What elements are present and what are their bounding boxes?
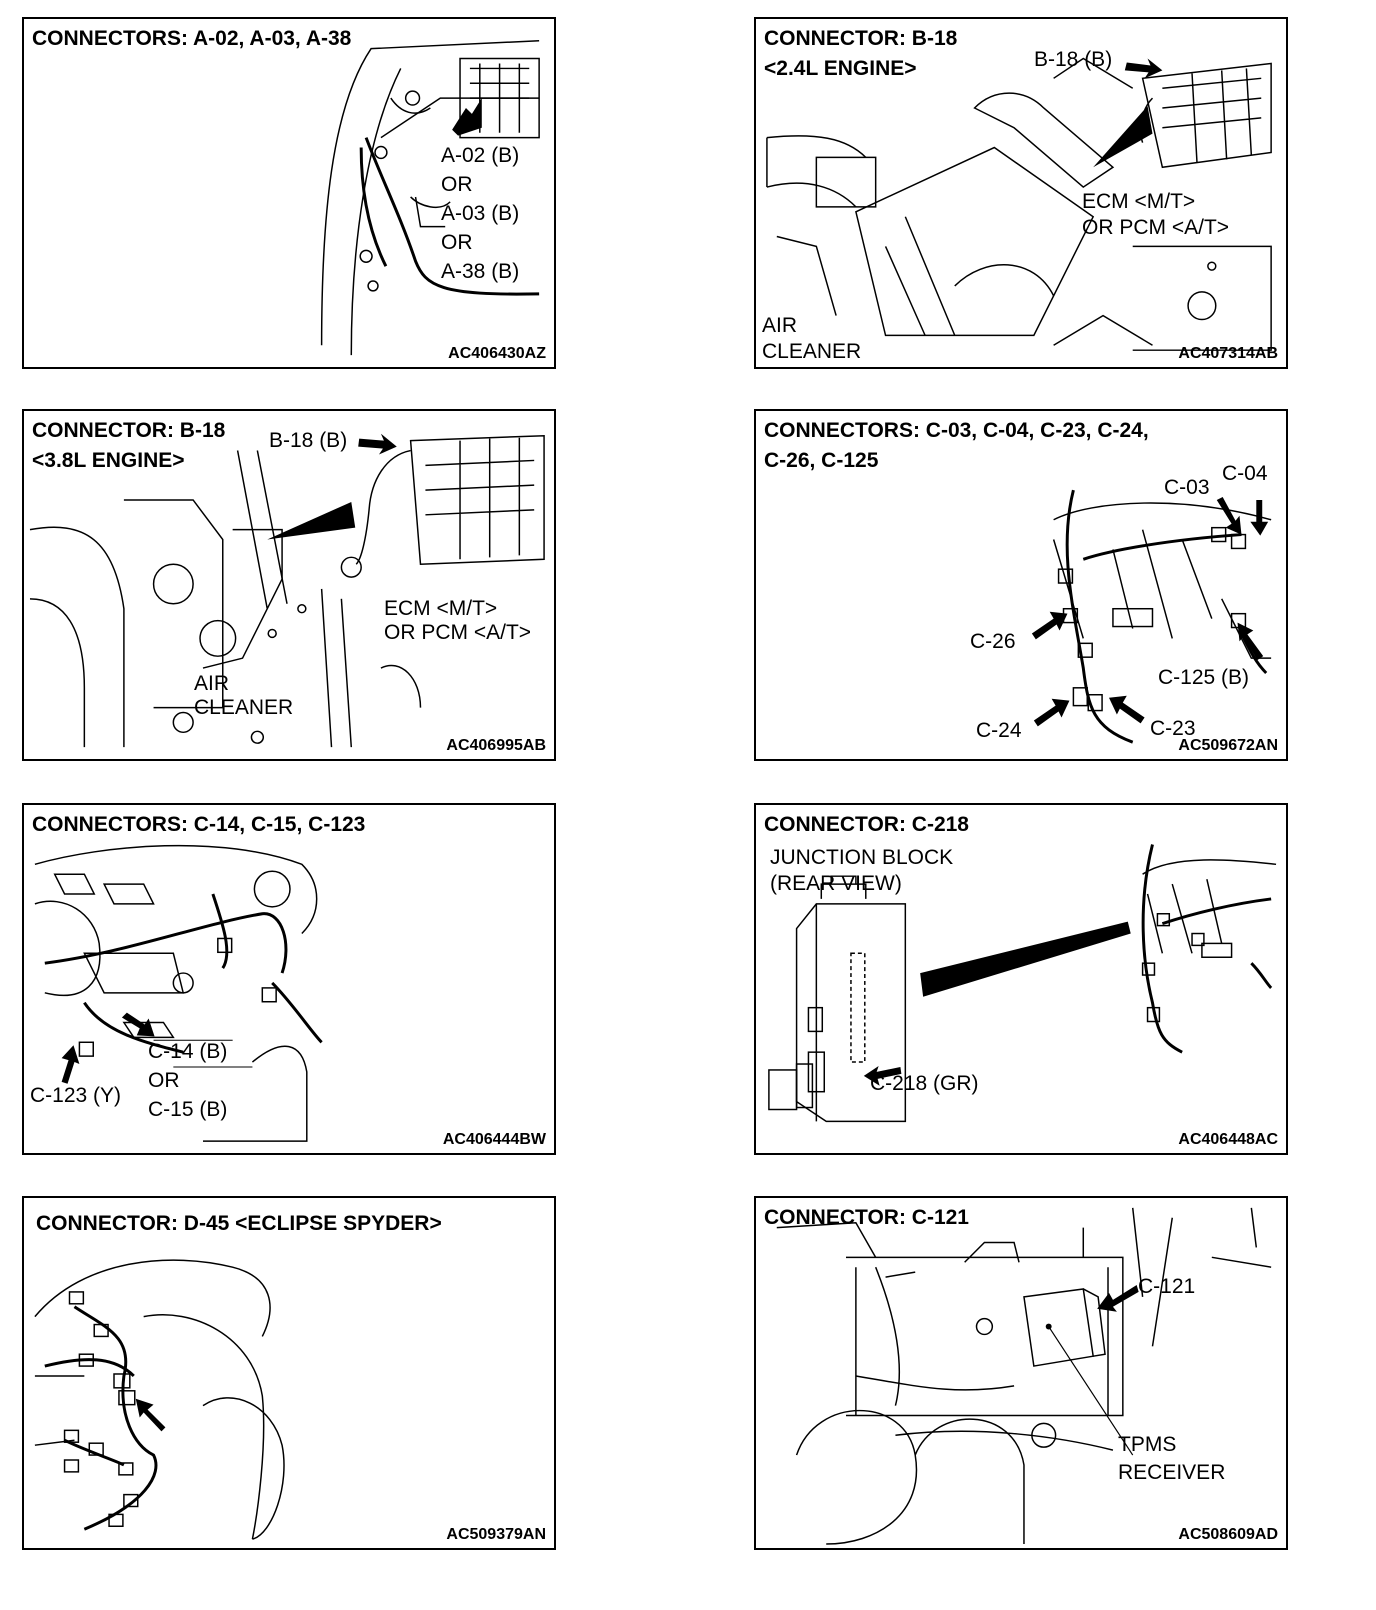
callout-cleaner: CLEANER xyxy=(762,340,862,363)
callout-air: AIR xyxy=(194,672,230,695)
figure-code: AC509672AN xyxy=(1178,737,1278,754)
panel-title: CONNECTOR: C-218 xyxy=(764,813,969,836)
panel-b18-24l: CONNECTOR: B-18 <2.4L ENGINE> B-18 (B) E… xyxy=(754,17,1288,369)
panel-title: CONNECTOR: B-18 xyxy=(764,27,958,50)
panel-c14-c15-c123: CONNECTORS: C-14, C-15, C-123 C-14 (B) O… xyxy=(22,803,556,1155)
callout-receiver: RECEIVER xyxy=(1118,1461,1226,1484)
callout-cleaner: CLEANER xyxy=(194,696,294,719)
callout-c14: C-14 (B) xyxy=(148,1040,228,1063)
callout-c123: C-123 (Y) xyxy=(30,1084,122,1107)
figure-code: AC508609AD xyxy=(1178,1526,1278,1543)
callout-pcm: OR PCM <A/T> xyxy=(384,621,532,644)
dash-harness-illustration xyxy=(34,844,323,1142)
callout-tpms: TPMS xyxy=(1118,1433,1177,1456)
vehicle-rear-harness-illustration xyxy=(34,1259,285,1540)
panel-c03-c125: CONNECTORS: C-03, C-04, C-23, C-24, C-26… xyxy=(754,409,1288,761)
callout-a38: A-38 (B) xyxy=(441,260,520,283)
callout-c218: C-218 (GR) xyxy=(870,1072,979,1095)
callout-c23: C-23 xyxy=(1150,717,1196,740)
callout-ecm: ECM <M/T> xyxy=(384,597,498,620)
panel-a02-a03-a38: CONNECTORS: A-02, A-03, A-38 A-02 (B) OR… xyxy=(22,17,556,369)
callout-junction-block: JUNCTION BLOCK xyxy=(770,846,954,869)
panel-title: CONNECTORS: A-02, A-03, A-38 xyxy=(32,27,352,50)
callout-or: OR xyxy=(441,173,473,196)
callout-c121: C-121 xyxy=(1138,1275,1196,1298)
panel-title: CONNECTOR: B-18 xyxy=(32,419,226,442)
panel-d45: CONNECTOR: D-45 <ECLIPSE SPYDER> AC50937… xyxy=(22,1196,556,1550)
callout-or: OR xyxy=(148,1069,180,1092)
air-cleaner-ecm-illustration xyxy=(766,57,1272,351)
panel-c121: CONNECTOR: C-121 C-121 TPMS RECEIVER AC5… xyxy=(754,1196,1288,1550)
callout-rear-view: (REAR VIEW) xyxy=(770,872,902,895)
callout-air: AIR xyxy=(762,314,798,337)
panel-c218: CONNECTOR: C-218 JUNCTION BLOCK (REAR VI… xyxy=(754,803,1288,1155)
center-console-illustration xyxy=(776,1207,1272,1545)
callout-or: OR xyxy=(441,231,473,254)
figure-code: AC406995AB xyxy=(446,737,546,754)
panel-title: CONNECTORS: C-03, C-04, C-23, C-24, xyxy=(764,419,1149,442)
callout-a03: A-03 (B) xyxy=(441,202,520,225)
callout-b18: B-18 (B) xyxy=(269,429,348,452)
callout-c15: C-15 (B) xyxy=(148,1098,228,1121)
callout-c125: C-125 (B) xyxy=(1158,666,1250,689)
callout-c26: C-26 xyxy=(970,630,1016,653)
panel-subtitle: C-26, C-125 xyxy=(764,449,879,472)
callout-c24: C-24 xyxy=(976,719,1022,742)
figure-code: AC509379AN xyxy=(446,1526,546,1543)
panel-subtitle: <2.4L ENGINE> xyxy=(764,57,917,80)
panel-title: CONNECTOR: D-45 <ECLIPSE SPYDER> xyxy=(36,1212,442,1235)
dash-harness-illustration xyxy=(1031,489,1272,744)
panel-title: CONNECTORS: C-14, C-15, C-123 xyxy=(32,813,366,836)
callout-c03: C-03 xyxy=(1164,476,1210,499)
junction-block-illustration xyxy=(768,844,1277,1123)
callout-a02: A-02 (B) xyxy=(441,144,520,167)
callout-pcm: OR PCM <A/T> xyxy=(1082,216,1230,239)
callout-b18: B-18 (B) xyxy=(1034,48,1113,71)
engine-bay-illustration xyxy=(320,40,540,356)
figure-code: AC406444BW xyxy=(442,1131,546,1148)
figure-code: AC407314AB xyxy=(1178,345,1278,362)
callout-c04: C-04 xyxy=(1222,462,1268,485)
panel-title: CONNECTOR: C-121 xyxy=(764,1206,969,1229)
air-cleaner-ecm-illustration xyxy=(29,433,545,748)
callout-ecm: ECM <M/T> xyxy=(1082,190,1196,213)
figure-code: AC406448AC xyxy=(1178,1131,1278,1148)
panel-b18-38l: CONNECTOR: B-18 <3.8L ENGINE> B-18 (B) E… xyxy=(22,409,556,761)
figure-code: AC406430AZ xyxy=(448,345,546,362)
panel-subtitle: <3.8L ENGINE> xyxy=(32,449,185,472)
